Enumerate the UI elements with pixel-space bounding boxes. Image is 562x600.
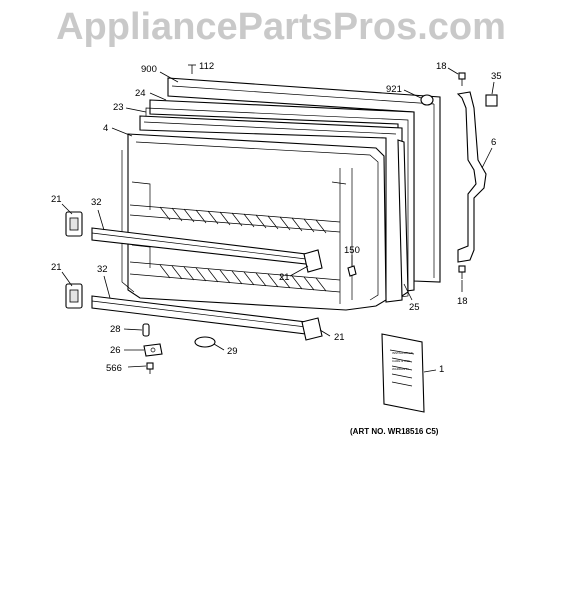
callout-25: 25 (409, 302, 420, 313)
manual-cover-text: INSTALLATION (392, 351, 413, 355)
callout-21-d: 21 (334, 332, 345, 343)
callout-18-bottom: 18 (457, 296, 468, 307)
part-26 (143, 343, 163, 357)
door-gasket (139, 99, 415, 303)
screw-112 (188, 64, 196, 74)
part-29 (194, 336, 216, 348)
callout-24: 24 (135, 88, 146, 99)
manual-cover-text: CARE & USE (392, 359, 410, 363)
callout-21-c: 21 (279, 272, 290, 283)
callout-150: 150 (344, 245, 360, 256)
screw-566 (146, 362, 154, 374)
callout-28: 28 (110, 324, 121, 335)
watermark-text: AppliancePartsPros.com (56, 6, 506, 48)
callout-29: 29 (227, 346, 238, 357)
callout-566: 566 (106, 363, 122, 374)
callout-21-b: 21 (51, 262, 62, 273)
callout-900: 900 (141, 64, 157, 75)
callout-21-a: 21 (51, 194, 62, 205)
callout-6: 6 (491, 137, 496, 148)
hinge-bracket (456, 91, 487, 263)
lower-shelf-ribs (159, 264, 327, 292)
callout-labels: 900 112 24 23 4 921 18 35 6 21 32 21 32 … (51, 61, 502, 375)
screw-18-bottom (458, 265, 466, 279)
art-number: (ART NO. WR18516 C5) (350, 427, 439, 436)
leader-lines (61, 67, 495, 373)
clip-150 (347, 265, 357, 277)
shelf-end-cap-upper-right (303, 249, 323, 273)
manual-cover-text: WARRANTY (392, 367, 409, 371)
owners-manual (381, 333, 425, 413)
callout-18-top: 18 (436, 61, 447, 72)
callout-112: 112 (199, 61, 214, 72)
cap-35 (485, 94, 498, 107)
screw-18-top (458, 72, 466, 86)
shelf-end-cap-upper-left (65, 211, 83, 237)
door-liner (121, 133, 387, 311)
callout-35: 35 (491, 71, 502, 82)
upper-shelf-ribs (159, 206, 327, 234)
callout-921: 921 (386, 84, 402, 95)
plug-921 (420, 94, 434, 106)
shelf-end-cap-lower-right (301, 317, 323, 341)
part-28 (142, 323, 150, 337)
callout-1: 1 (439, 364, 444, 375)
callout-23: 23 (113, 102, 124, 113)
callout-32-b: 32 (97, 264, 108, 275)
callout-32-a: 32 (91, 197, 102, 208)
callout-4: 4 (103, 123, 108, 134)
callout-26: 26 (110, 345, 121, 356)
shelf-end-cap-lower-left (65, 283, 83, 309)
